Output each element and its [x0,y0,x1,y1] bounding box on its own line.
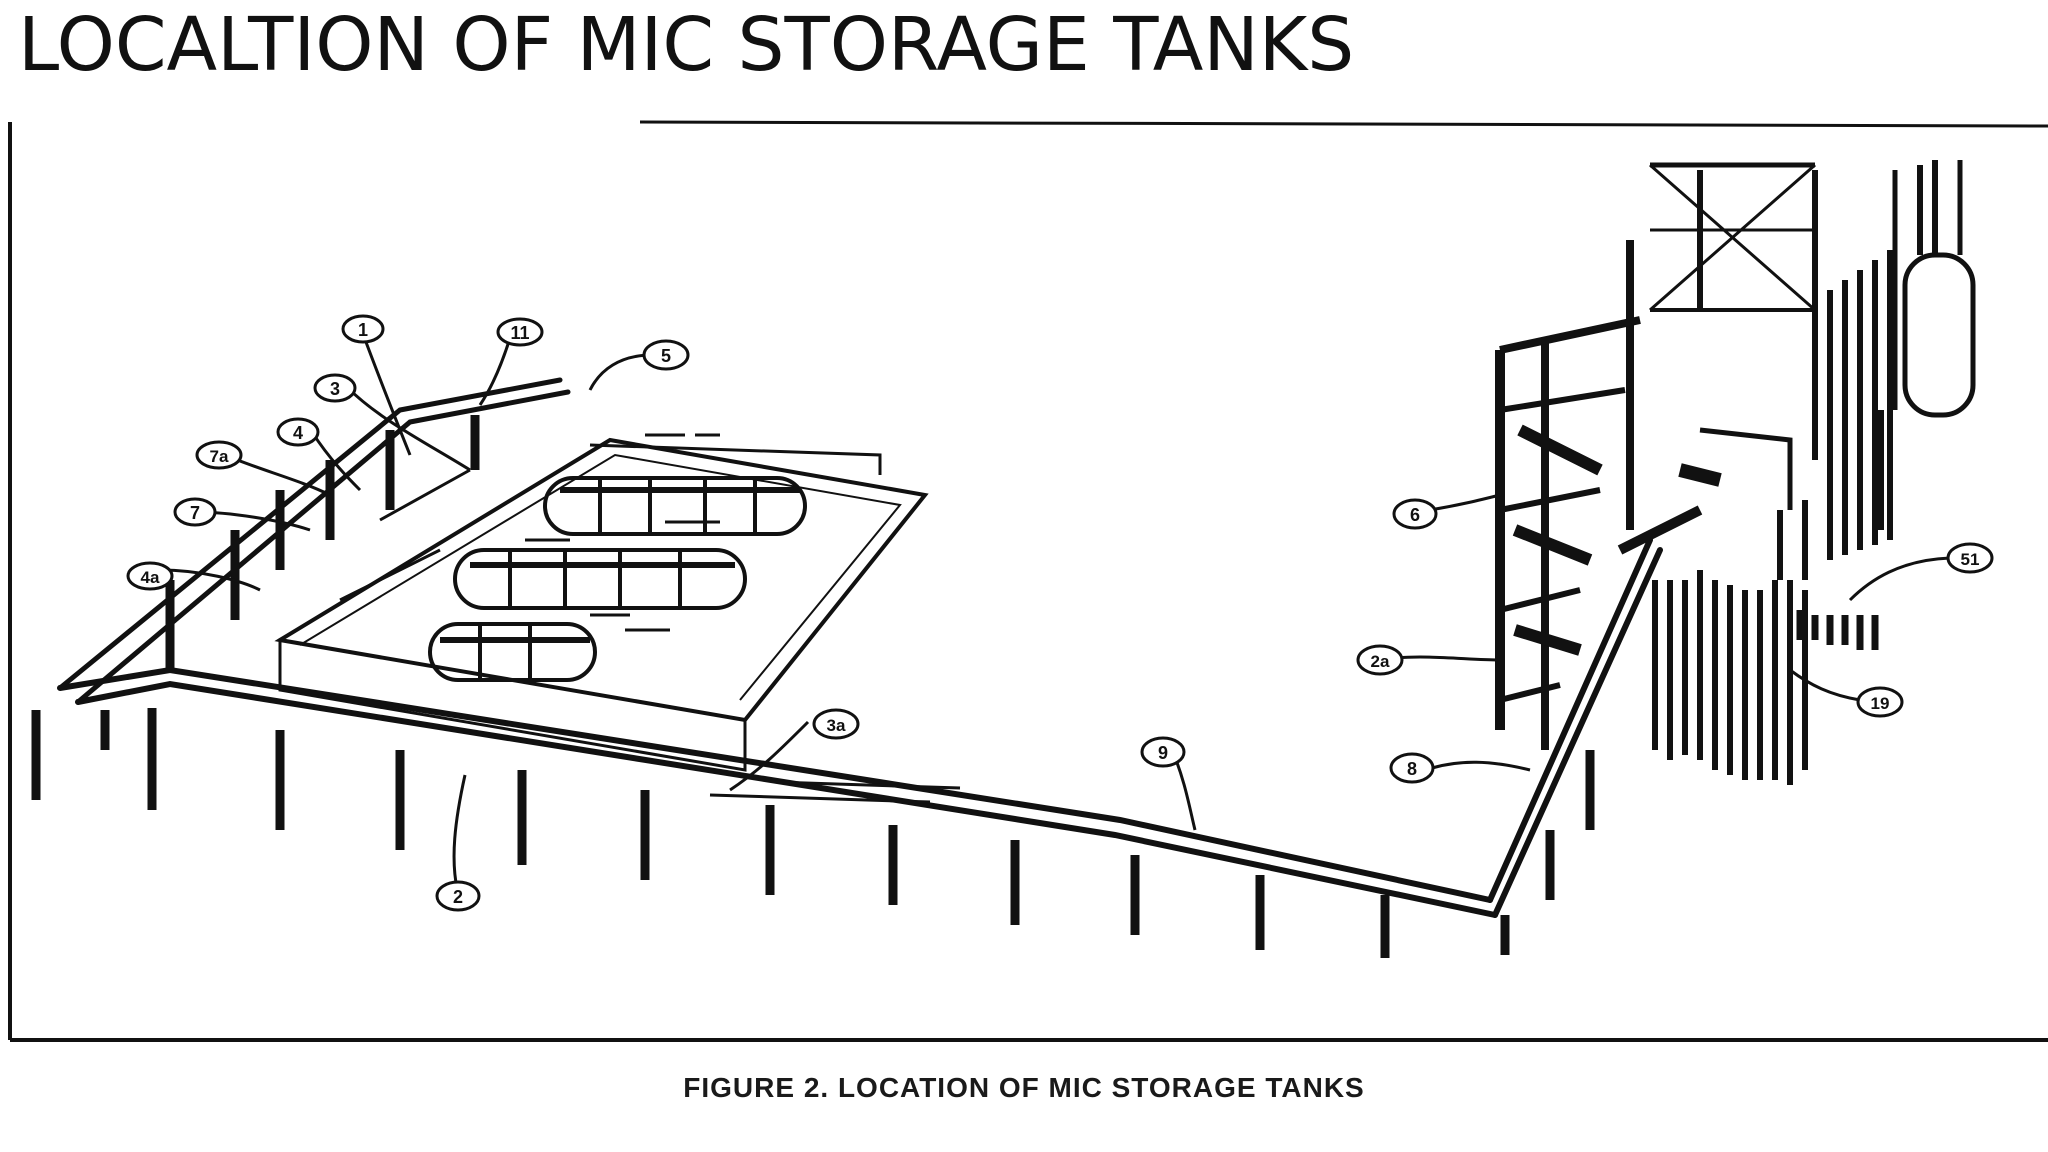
svg-text:2a: 2a [1371,652,1390,671]
vent-vessel [1876,160,1976,530]
leader-lines [159,333,1951,894]
svg-text:11: 11 [510,323,529,343]
slide-title: LOCALTION OF MIC STORAGE TANKS [18,2,1355,88]
callout-4: 4 [276,417,320,447]
callout-3a: 3a [812,708,860,740]
svg-text:4: 4 [293,423,303,443]
callout-7: 7 [173,497,217,527]
figure-caption: FIGURE 2. LOCATION OF MIC STORAGE TANKS [683,1072,1365,1103]
callouts: 1 11 3 4 5 7a 7 4a 6 51 2a 19 8 3a 9 2 [126,314,1994,912]
svg-text:7a: 7a [210,447,229,466]
tank-annotations [525,433,961,804]
svg-text:5: 5 [661,346,671,366]
svg-text:7: 7 [190,503,200,523]
svg-text:8: 8 [1407,759,1417,779]
pipe-rack [57,377,1663,918]
callout-51: 51 [1946,542,1994,574]
callout-2a: 2a [1356,644,1404,676]
storage-tank-1 [543,476,807,536]
process-structure [1495,162,1818,750]
svg-text:51: 51 [1961,550,1980,569]
callout-7a: 7a [195,440,243,470]
svg-text:1: 1 [358,320,368,340]
callout-19: 19 [1856,686,1904,718]
callout-11: 11 [496,317,544,347]
storage-tank-3 [428,622,597,682]
grating-right [1652,250,1893,785]
mic-storage-diagram: 1 11 3 4 5 7a 7 4a 6 51 2a 19 8 3a 9 2 [0,110,2048,1070]
callout-8: 8 [1389,752,1435,784]
svg-text:6: 6 [1410,505,1420,525]
figure-frame [8,120,2048,1042]
callout-1: 1 [341,314,385,344]
svg-text:19: 19 [1871,694,1890,713]
svg-text:3a: 3a [827,716,846,735]
scrubber-bank [1796,610,1879,650]
callout-9: 9 [1140,736,1186,768]
callout-4a: 4a [126,561,174,591]
tank-walls [339,443,882,602]
callout-6: 6 [1392,498,1438,530]
svg-text:3: 3 [330,379,340,399]
svg-text:2: 2 [453,887,463,907]
callout-3: 3 [313,373,357,403]
callout-2: 2 [435,880,481,912]
storage-tank-2 [453,548,747,610]
callout-5: 5 [642,339,690,371]
svg-text:9: 9 [1158,743,1168,763]
svg-text:4a: 4a [141,568,160,587]
rack-posts [31,415,1595,958]
